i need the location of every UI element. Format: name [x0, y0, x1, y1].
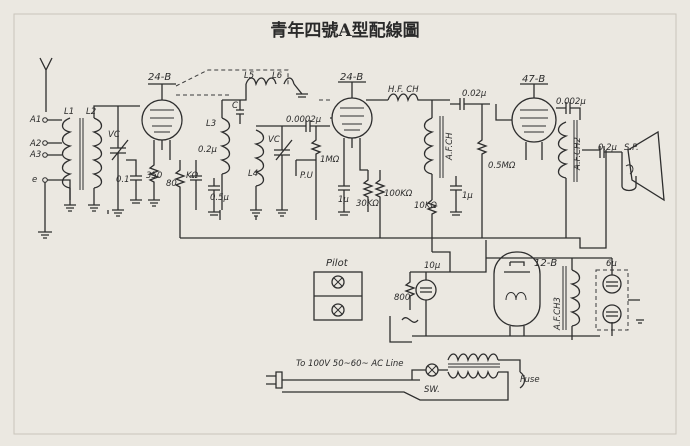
af-choke-1: [423, 100, 444, 200]
plate-bypass-cap: [556, 102, 581, 120]
capacitor-c02a: [190, 160, 202, 210]
resistor-100k: [374, 170, 386, 238]
filter-choke: [562, 258, 581, 340]
label-c5a: 0.5μ: [210, 193, 230, 203]
grid-leak-resistor: [295, 126, 322, 210]
label-afch2: A.F.CH2: [573, 137, 583, 171]
tube-3: [495, 83, 557, 160]
label-800: 800: [394, 293, 410, 303]
tube-1: [141, 83, 183, 160]
label-c01: 0.1: [116, 175, 130, 185]
label-tube4: 12-B: [534, 258, 557, 269]
label-c0002: 0.0002μ: [286, 115, 322, 125]
label-1m: 1MΩ: [320, 155, 340, 165]
label-l1: L1: [64, 107, 74, 117]
coil-l4: [250, 125, 300, 217]
output-transformer: [557, 120, 578, 238]
fuse-icon: [519, 371, 526, 389]
power-switch: [411, 363, 448, 380]
label-vc1: VC: [108, 130, 120, 140]
coupling-capacitor: [450, 98, 490, 110]
variable-capacitor-vc1: [110, 106, 129, 217]
resistor-800: [401, 272, 419, 323]
antenna-symbol: [39, 57, 53, 112]
label-l5: L5: [244, 71, 254, 81]
label-10mu: 10μ: [424, 261, 441, 271]
capacitor-1mu2: [450, 176, 462, 216]
label-hfch: H.F. CH: [388, 85, 419, 95]
label-l2: L2: [86, 107, 96, 117]
b-plus-bus: [180, 150, 607, 252]
shield-dashed-1: [175, 69, 289, 87]
ground-bus: [107, 210, 317, 220]
label-c02a: 0.2μ: [198, 145, 218, 155]
cathode-bypass-2: [338, 156, 350, 216]
filter-capacitor-10mu: [415, 272, 437, 336]
filter-capacitor-6mu: [595, 258, 644, 336]
ac-plug-icon: [266, 371, 420, 389]
speaker-icon: [621, 130, 665, 202]
label-afch1: A.F.CH: [445, 132, 455, 161]
label-a2: A2: [29, 139, 41, 149]
wire-b-plus-rectifier: [410, 240, 487, 273]
tube-4-rectifier: [493, 251, 541, 336]
label-fuse: Fuse: [520, 375, 540, 385]
sheet-border: [13, 13, 677, 435]
coil-l5-l6: [222, 77, 308, 101]
label-100k: 100KΩ: [384, 189, 413, 199]
hf-choke: [366, 93, 450, 103]
label-1mu2: 1μ: [462, 191, 473, 201]
pilot-lamps: [313, 271, 363, 321]
label-c0002b: 0.002μ: [556, 97, 586, 107]
label-afch3: A.F.CH3: [553, 297, 563, 331]
label-vc2: VC: [268, 135, 280, 145]
speaker-coupling-cap: [582, 146, 622, 158]
variable-capacitor-vc2: [274, 126, 293, 217]
label-tube2: 24-B: [340, 72, 363, 83]
label-pu: P.U: [300, 171, 314, 181]
coil-l3: [219, 100, 244, 210]
label-l4: L4: [248, 169, 258, 179]
volume-resistor: [476, 104, 488, 238]
label-a3: A3: [29, 150, 41, 160]
label-c002: 0.02μ: [462, 89, 487, 99]
label-pilot: Pilot: [326, 258, 349, 269]
diagram-title: 青年四號A型配線圖: [270, 20, 419, 41]
antenna-terminals: [38, 117, 71, 239]
grid-capacitor: [300, 120, 330, 132]
resistor-30k: [359, 156, 374, 212]
capacitor-c01: [126, 159, 142, 204]
label-ac-line: To 100V 50~60~ AC Line: [296, 359, 404, 369]
label-r80: 80: [166, 179, 177, 189]
capacitor-c5a: [208, 178, 220, 216]
label-a1: A1: [29, 115, 41, 125]
power-transformer: [282, 353, 521, 401]
cathode-resistor-350: [148, 160, 160, 207]
label-tube1: 24-B: [148, 72, 171, 83]
label-10k: 10KΩ: [414, 201, 437, 211]
label-05m: 0.5MΩ: [488, 161, 516, 171]
label-sw: SW.: [424, 385, 440, 395]
label-l3: L3: [206, 119, 216, 129]
resistor-80k: [174, 160, 186, 238]
antenna-coil-l2: [64, 105, 140, 212]
label-tube3: 47-B: [522, 74, 545, 85]
power-bus: [389, 257, 612, 343]
resistor-10k: [426, 199, 438, 238]
label-c: C: [232, 101, 238, 111]
antenna-coil-l1: [61, 117, 84, 190]
label-e: e: [32, 175, 37, 185]
label-c02b: 0.2μ: [598, 143, 618, 153]
tube-2: [330, 81, 373, 156]
label-l6: L6: [272, 71, 283, 81]
